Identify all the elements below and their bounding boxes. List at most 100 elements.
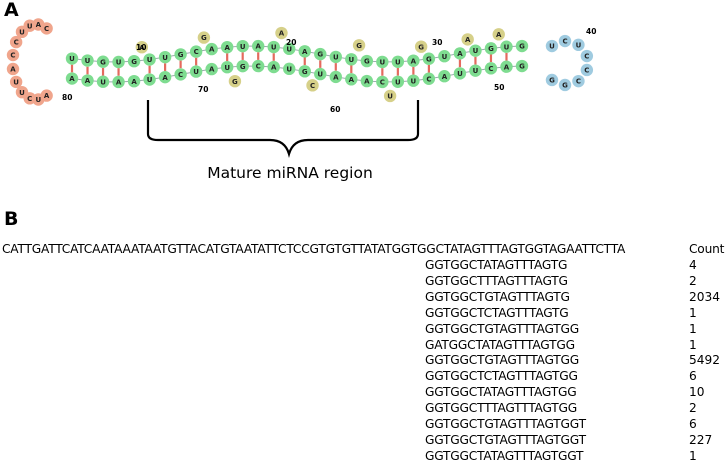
bulge-nucleotide: A [461, 33, 474, 46]
svg-text:C: C [256, 63, 261, 71]
svg-text:U: U [504, 43, 510, 51]
bulge-nucleotide: C [306, 79, 319, 92]
loop-nucleotide-right: U [572, 38, 585, 52]
stem-nucleotide-top: U [438, 50, 451, 63]
read-count: 1 [689, 321, 697, 336]
stem-nucleotide-bottom: A [81, 74, 94, 87]
svg-text:A: A [69, 75, 75, 83]
stem-nucleotide-top: U [65, 52, 79, 65]
svg-text:A: A [496, 31, 502, 39]
loop-nucleotide-left: A [6, 62, 20, 76]
svg-text:G: G [356, 42, 362, 50]
stem-nucleotide-top: G [174, 48, 187, 61]
svg-text:A: A [364, 78, 370, 86]
loop-nucleotide-left: U [15, 25, 29, 39]
loop-nucleotide-right: G [545, 73, 559, 87]
svg-text:C: C [584, 67, 589, 75]
svg-text:A: A [457, 50, 463, 58]
read-row: GGTGGCTGTAGTTTAGTGGT 227 [425, 433, 725, 449]
svg-text:U: U [224, 64, 230, 72]
stem-nucleotide-top: U [112, 55, 125, 69]
position-number: 10 [136, 43, 146, 52]
svg-text:C: C [10, 52, 15, 60]
loop-nucleotide-right: C [580, 49, 594, 63]
stem-nucleotide-bottom: U [283, 62, 296, 76]
svg-text:A: A [10, 66, 16, 74]
panel-a-label: A [4, 0, 19, 21]
stem-nucleotide-top: A [407, 54, 420, 67]
read-sequence: GGTGGCTGTAGTTTAGTGGT [425, 432, 586, 447]
stem-nucleotide-top: A [453, 47, 467, 60]
read-row: GGTGGCTATAGTTTAGTGGT 1 [425, 449, 725, 465]
nucleotide-nodes: UAUAGUUAGAUUUAGCCUAAAUUGACUAUUAGGUUAUAGA… [6, 18, 594, 106]
svg-text:G: G [302, 68, 308, 76]
rna-hairpin-diagram: UAUAGUUAGAUUUAGCCUAAAUUGACUAUUAGGUUAUAGA… [6, 18, 596, 182]
read-count: 5492 [689, 353, 721, 368]
svg-text:U: U [240, 43, 246, 51]
read-sequence: GGTGGCTATAGTTTAGTGG [425, 385, 577, 400]
stem-nucleotide-top: G [360, 54, 374, 68]
stem-nucleotide-bottom: C [252, 59, 265, 73]
read-count: 4 [689, 258, 697, 272]
stem-nucleotide-top: G [96, 55, 110, 68]
stem-nucleotide-bottom: U [469, 64, 482, 77]
svg-text:A: A [333, 73, 339, 81]
bulge-nucleotide: A [275, 26, 288, 40]
stem-nucleotide-bottom: U [189, 65, 203, 78]
stem-nucleotide-bottom: U [314, 67, 327, 81]
svg-text:G: G [232, 78, 238, 86]
stem-nucleotide-bottom: A [205, 62, 218, 76]
stem-nucleotide-top: U [267, 40, 280, 54]
svg-text:U: U [35, 96, 41, 104]
svg-text:U: U [576, 41, 582, 49]
stem-nucleotide-top: U [158, 50, 172, 64]
stem-nucleotide-bottom: U [407, 74, 420, 87]
svg-text:U: U [333, 53, 339, 61]
loop-nucleotide-right: C [580, 63, 594, 77]
svg-text:G: G [364, 58, 370, 66]
read-count: 2 [689, 273, 697, 288]
svg-text:A: A [224, 44, 230, 52]
stem-nucleotide-top: U [329, 50, 342, 64]
svg-text:U: U [271, 44, 277, 52]
position-number: 20 [286, 38, 296, 47]
svg-text:C: C [488, 65, 493, 73]
svg-text:G: G [100, 58, 106, 66]
stem-nucleotide-bottom: A [267, 60, 280, 74]
position-number: 80 [62, 93, 72, 102]
svg-text:A: A [131, 78, 137, 86]
svg-text:G: G [178, 51, 184, 59]
svg-text:A: A [44, 92, 50, 100]
svg-text:U: U [473, 67, 479, 75]
bulge-nucleotide: U [383, 89, 397, 103]
svg-text:A: A [504, 63, 510, 71]
loop-nucleotide-left: U [9, 75, 23, 89]
stem-nucleotide-bottom: U [96, 75, 110, 88]
svg-text:G: G [562, 82, 568, 90]
svg-text:G: G [240, 63, 246, 71]
read-count: 1 [689, 448, 697, 463]
svg-text:C: C [562, 38, 567, 46]
read-count: 6 [689, 417, 697, 431]
svg-text:C: C [380, 79, 385, 87]
bulge-nucleotide: G [197, 31, 211, 44]
svg-text:U: U [549, 43, 555, 51]
svg-text:A: A [36, 21, 42, 29]
svg-text:U: U [442, 53, 448, 61]
svg-text:A: A [209, 46, 215, 54]
svg-text:U: U [457, 70, 463, 78]
stem-nucleotide-bottom: G [236, 59, 249, 73]
svg-text:U: U [162, 54, 168, 62]
stem-nucleotide-bottom: C [422, 72, 436, 85]
read-sequence: GGTGGCTATAGTTTAGTGGT [425, 448, 584, 463]
svg-text:U: U [380, 59, 386, 67]
read-count: 227 [689, 432, 713, 447]
svg-text:A: A [442, 73, 448, 81]
mature-region-bracket [146, 100, 420, 158]
svg-text:U: U [348, 56, 354, 64]
